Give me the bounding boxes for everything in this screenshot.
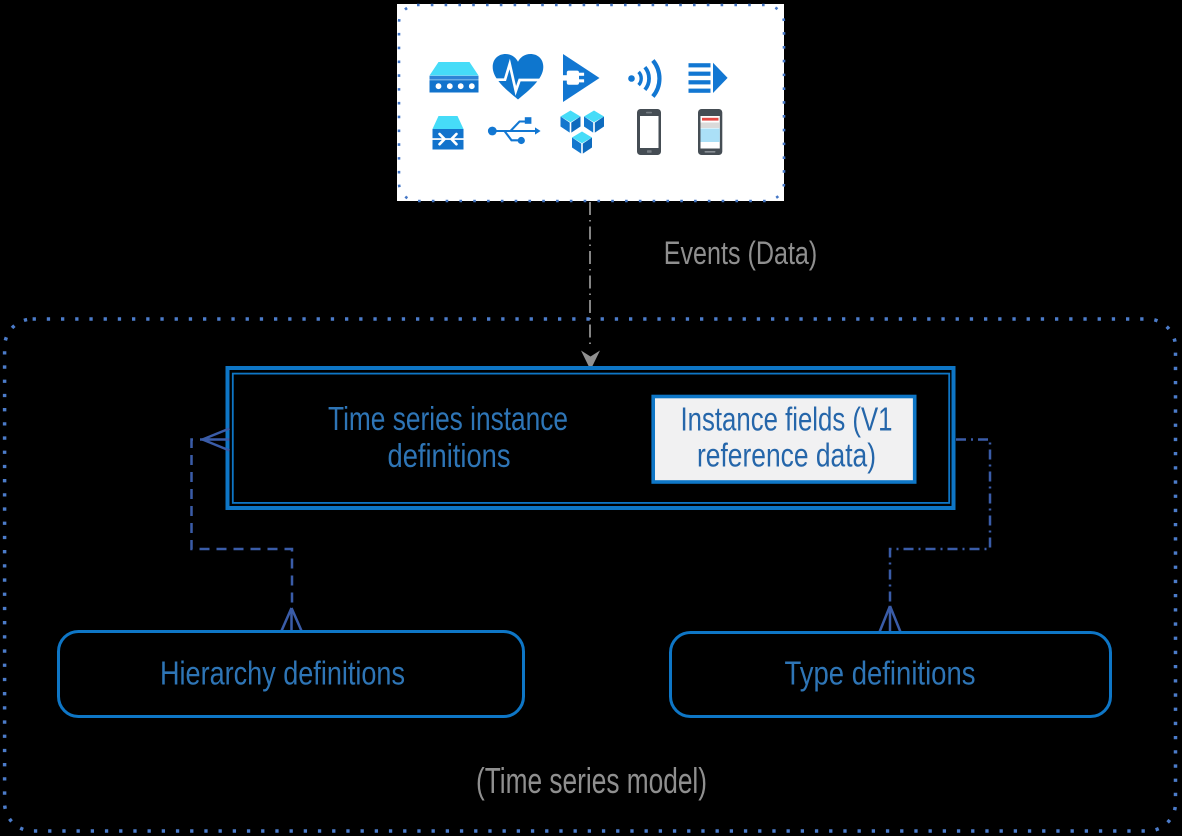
svg-text:definitions: definitions bbox=[388, 437, 511, 474]
svg-text:Time series instance: Time series instance bbox=[328, 400, 568, 437]
svg-text:Events (Data): Events (Data) bbox=[664, 235, 818, 271]
svg-text:Hierarchy definitions: Hierarchy definitions bbox=[160, 656, 405, 693]
svg-text:(Time series model): (Time series model) bbox=[476, 760, 707, 801]
svg-text:Type definitions: Type definitions bbox=[785, 656, 976, 693]
svg-text:Instance fields (V1: Instance fields (V1 bbox=[681, 401, 893, 438]
svg-text:reference data): reference data) bbox=[697, 437, 876, 474]
